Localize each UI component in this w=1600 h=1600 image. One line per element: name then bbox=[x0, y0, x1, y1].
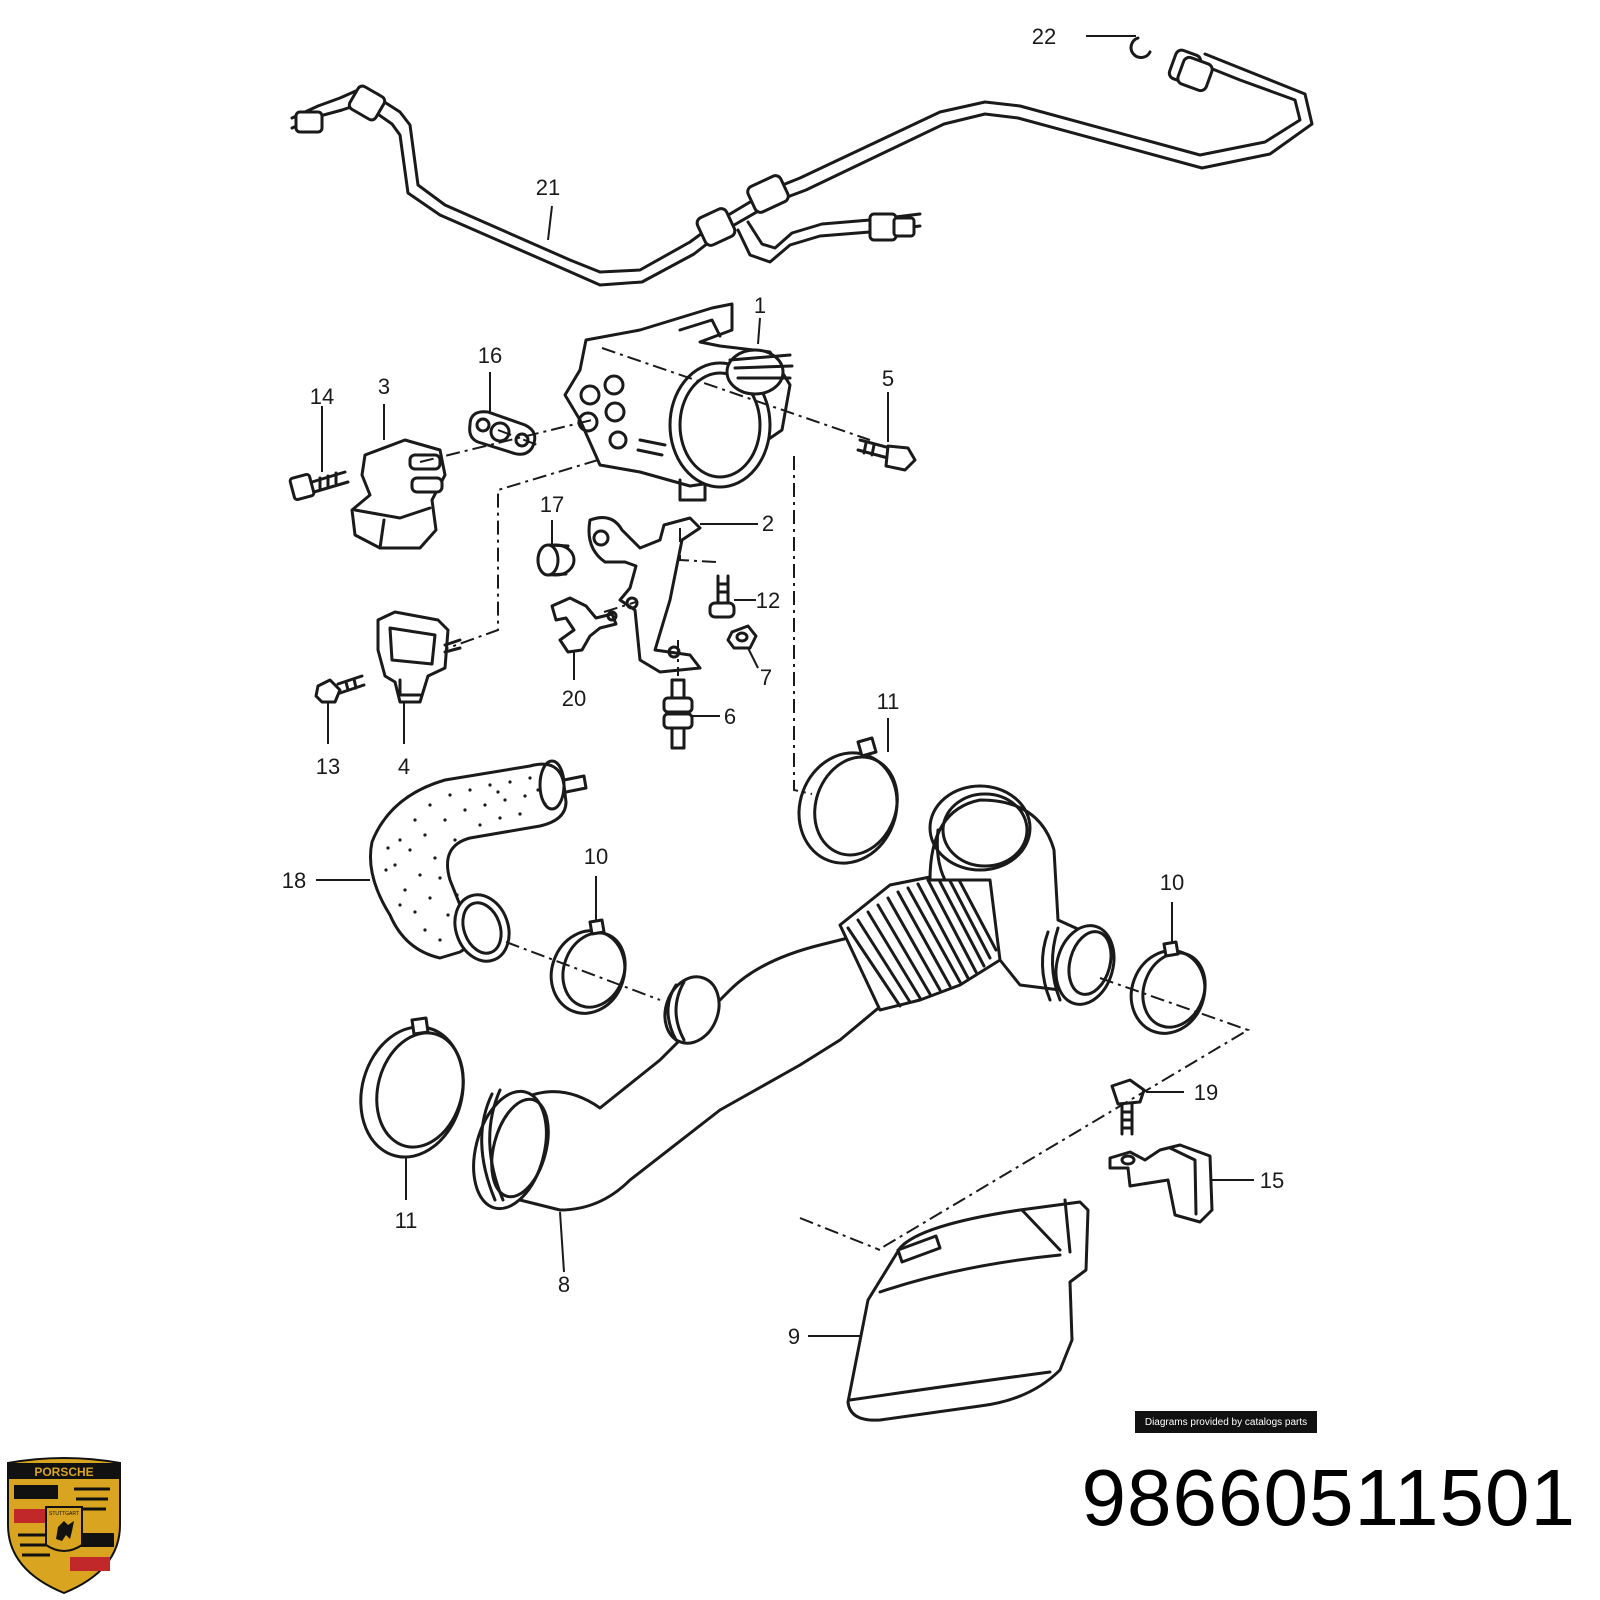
callout-2: 2 bbox=[762, 511, 774, 536]
part-18-hose bbox=[368, 759, 588, 963]
callout-6: 6 bbox=[724, 704, 736, 729]
callout-13: 13 bbox=[316, 754, 340, 779]
porsche-crest-logo: PORSCHE STUTTGART bbox=[7, 1457, 121, 1595]
part-10-hose-clamp-left bbox=[549, 918, 627, 1015]
callout-3: 3 bbox=[378, 374, 390, 399]
part-12-screw bbox=[708, 574, 736, 619]
callout-10-right: 10 bbox=[1160, 870, 1184, 895]
callout-7: 7 bbox=[760, 665, 772, 690]
callout-17: 17 bbox=[540, 492, 564, 517]
part-16-gasket bbox=[468, 410, 537, 456]
callout-labels: 22 21 1 16 3 14 5 17 2 12 20 7 6 13 4 11… bbox=[282, 24, 1284, 1349]
callout-15: 15 bbox=[1260, 1168, 1284, 1193]
diagram-credit-badge: Diagrams provided by catalogs parts bbox=[1135, 1411, 1317, 1433]
part-7-nut bbox=[726, 624, 758, 650]
callout-22: 22 bbox=[1032, 24, 1056, 49]
callout-20: 20 bbox=[562, 686, 586, 711]
callout-4: 4 bbox=[398, 754, 410, 779]
part-11-hose-clamp-upper bbox=[797, 736, 899, 865]
part-11-hose-clamp-lower bbox=[359, 1016, 465, 1159]
callout-16: 16 bbox=[478, 343, 502, 368]
callout-11-lower: 11 bbox=[395, 1208, 418, 1233]
part-4-sensor bbox=[376, 610, 462, 704]
callout-11-upper: 11 bbox=[877, 689, 900, 714]
part-5-bolt bbox=[856, 438, 917, 472]
part-15-mount-bracket bbox=[1108, 1143, 1214, 1224]
part-21-vacuum-line bbox=[290, 36, 1314, 287]
part-8-intake-pipe bbox=[472, 784, 1116, 1212]
logo-brand-text: PORSCHE bbox=[34, 1465, 93, 1479]
callout-19: 19 bbox=[1194, 1080, 1218, 1105]
callout-8: 8 bbox=[558, 1272, 570, 1297]
diagram-credit-text: Diagrams provided by catalogs parts bbox=[1144, 1416, 1308, 1428]
part-3-idle-valve bbox=[350, 438, 447, 550]
callout-10-left: 10 bbox=[584, 844, 608, 869]
callout-5: 5 bbox=[882, 366, 894, 391]
part-number: 98660511501 bbox=[1081, 1453, 1576, 1542]
leader-lines bbox=[316, 35, 1254, 1337]
callout-21: 21 bbox=[536, 175, 560, 200]
part-19-bolt bbox=[1110, 1078, 1146, 1136]
logo-city-text: STUTTGART bbox=[49, 1511, 79, 1517]
part-14-bolt bbox=[288, 470, 350, 502]
callout-12: 12 bbox=[756, 588, 780, 613]
part-9-air-filter-housing bbox=[846, 1198, 1090, 1422]
part-17-grommet bbox=[536, 543, 576, 577]
part-10-hose-clamp-right bbox=[1129, 940, 1207, 1035]
part-1-throttle-body bbox=[563, 302, 794, 502]
callout-14: 14 bbox=[310, 384, 334, 409]
hose-texture-dots bbox=[384, 776, 547, 942]
part-6-rubber-mount bbox=[662, 678, 694, 750]
callout-18: 18 bbox=[282, 868, 306, 893]
alignment-lines bbox=[419, 347, 1251, 1251]
part-20-clip bbox=[550, 596, 618, 654]
callout-9: 9 bbox=[788, 1324, 800, 1349]
part-2-bracket bbox=[587, 516, 702, 674]
part-13-bolt bbox=[314, 674, 366, 704]
callout-1: 1 bbox=[754, 293, 766, 318]
parts-diagram: 22 21 1 16 3 14 5 17 2 12 20 7 6 13 4 11… bbox=[282, 24, 1314, 1422]
